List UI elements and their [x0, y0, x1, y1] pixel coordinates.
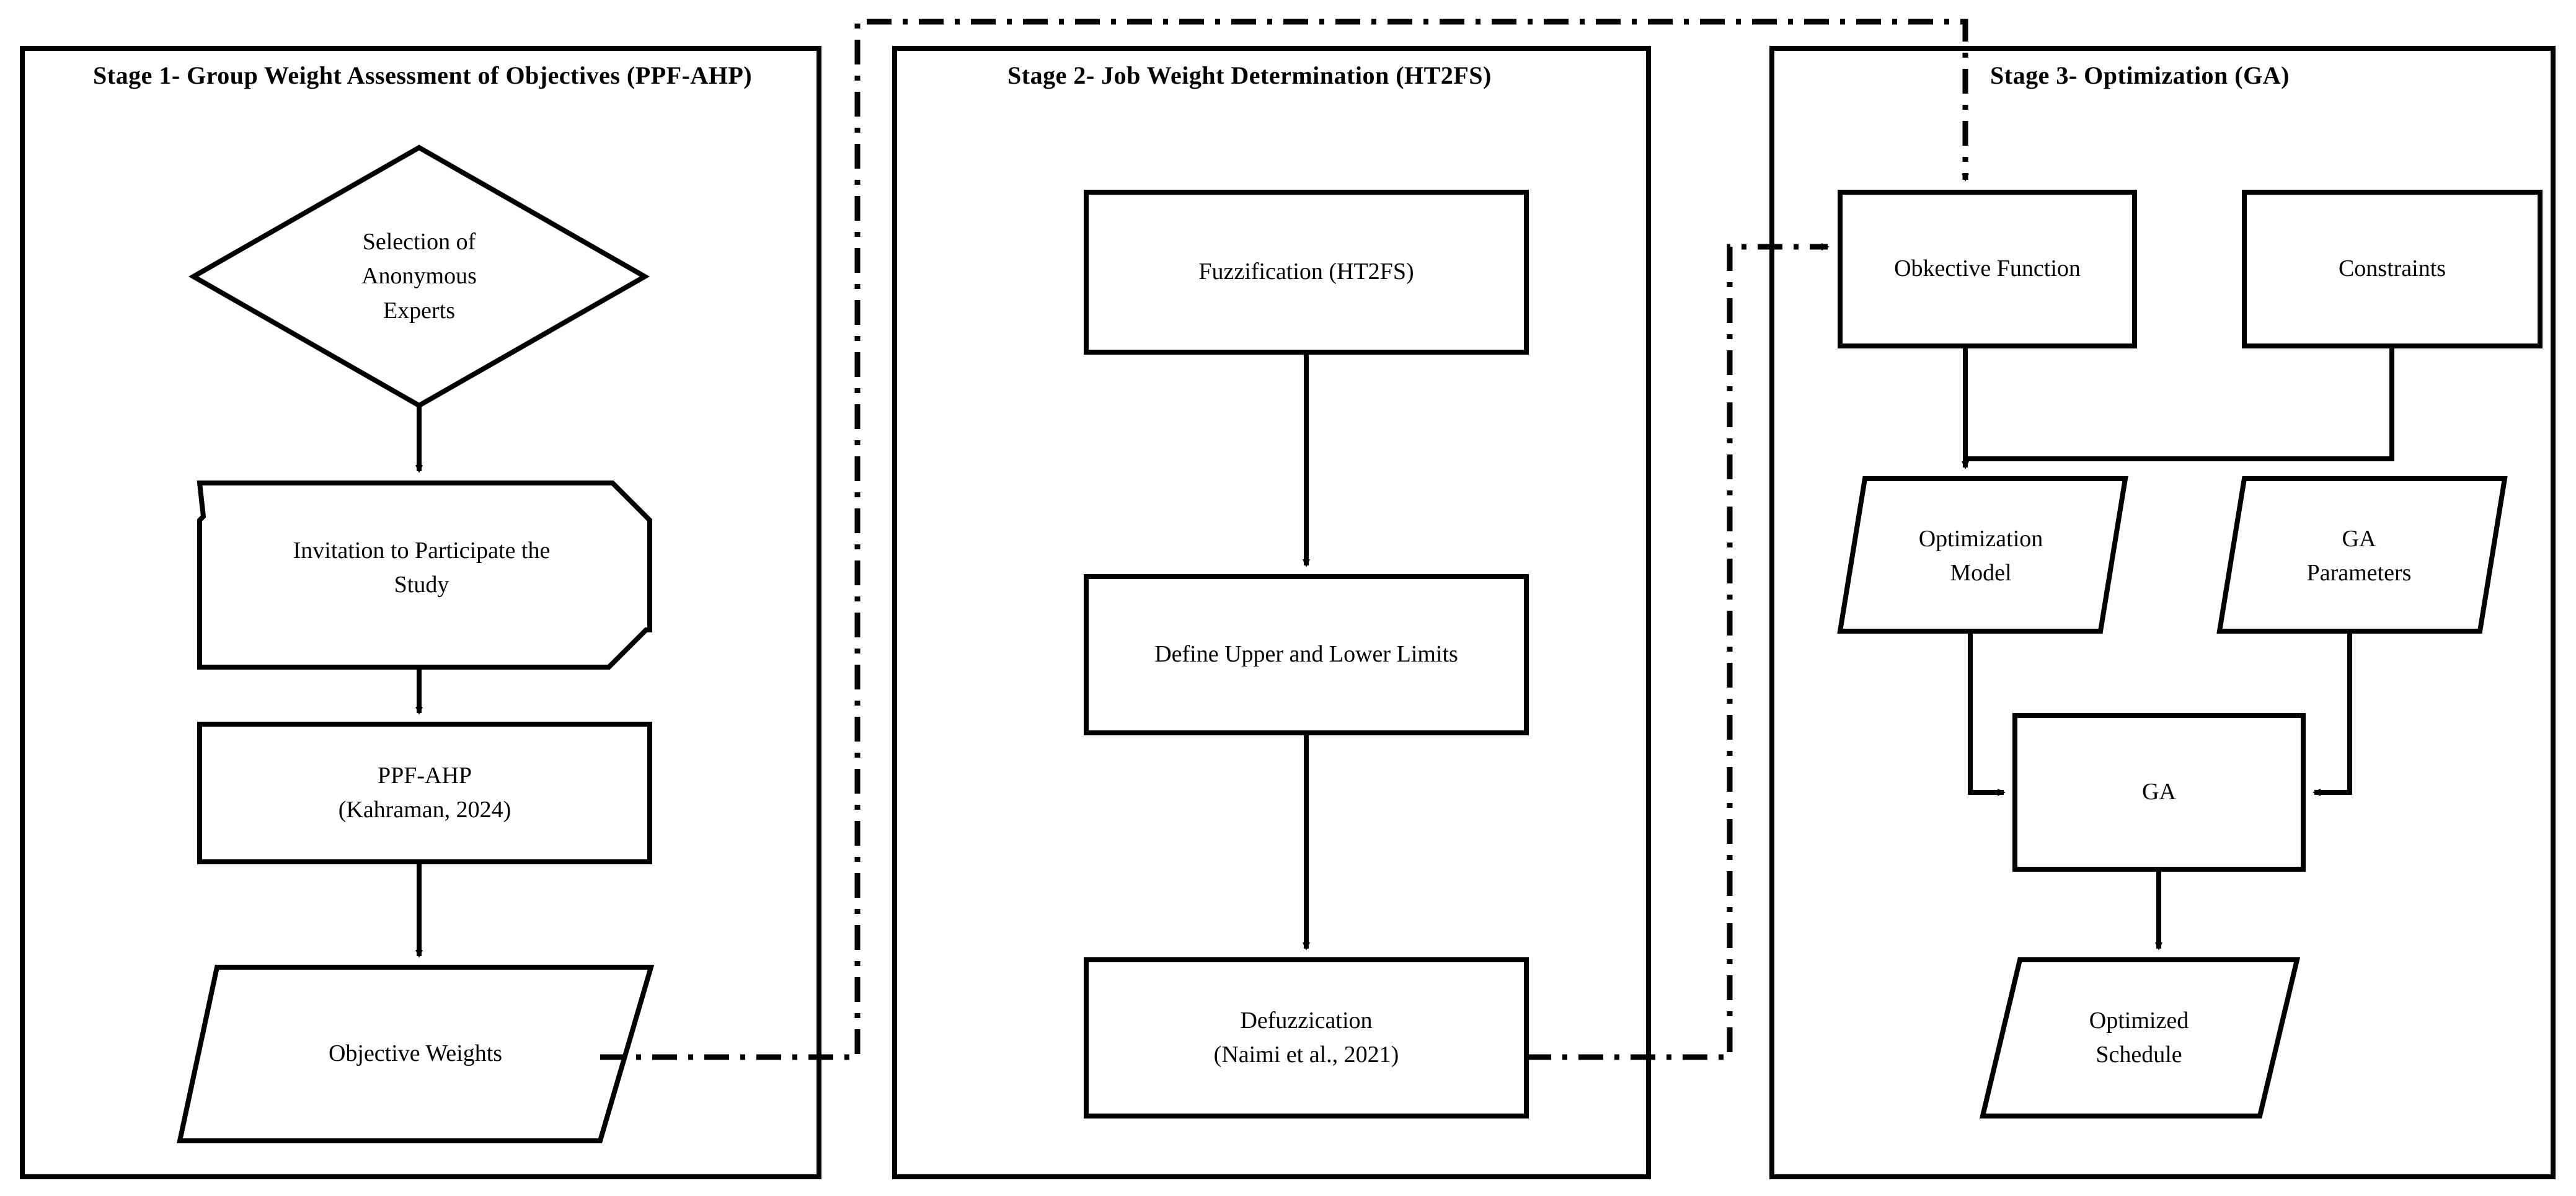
node-define-upper-lower-limits[interactable] [1084, 574, 1529, 735]
node-ga[interactable] [2012, 713, 2306, 872]
connector-defuzzication-to-obkective-function [1526, 243, 1830, 1060]
stage1-title: Stage 1- Group Weight Assessment of Obje… [93, 61, 753, 89]
stage3-title: Stage 3- Optimization (GA) [1990, 61, 2290, 89]
node-defuzzication[interactable] [1084, 957, 1529, 1118]
connector-optimization-model-to-ga [1968, 631, 2006, 796]
connector-constraints-to-junction [1965, 346, 2394, 461]
node-objective-weights[interactable] [177, 965, 655, 1143]
node-optimization-model[interactable] [1837, 476, 2128, 634]
node-ga-parameters[interactable] [2216, 476, 2508, 634]
stage2-title: Stage 2- Job Weight Determination (HT2FS… [1007, 61, 1492, 89]
node-invitation-to-participate[interactable] [197, 481, 652, 670]
connector-ga-parameters-to-ga [2313, 631, 2352, 796]
node-fuzzification[interactable] [1084, 190, 1529, 355]
node-constraints[interactable] [2242, 190, 2543, 348]
connector-objective-weights-to-obkective-function [600, 19, 1969, 1060]
node-ppf-ahp[interactable] [197, 722, 652, 864]
node-optimized-schedule[interactable] [1979, 957, 2301, 1118]
node-obkective-function[interactable] [1838, 190, 2137, 348]
